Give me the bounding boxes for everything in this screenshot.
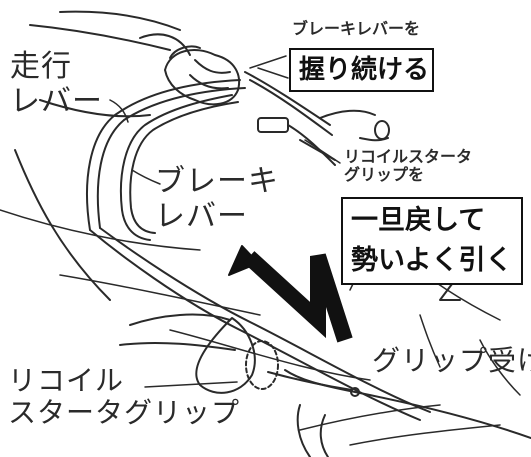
recoil-caption: リコイルスタータ グリップを: [344, 147, 473, 185]
grip-holder-label: グリップ受け: [372, 344, 531, 377]
pull-instruction-line2: 勢いよく引く: [351, 245, 513, 276]
pull-instruction-callout: 一旦戻して 勢いよく引く: [341, 197, 523, 285]
brake-lever-label-line2: レバー: [155, 198, 248, 234]
recoil-grip-label: リコイル スタータグリップ: [8, 364, 241, 430]
pull-direction-icon: [228, 245, 353, 343]
pull-instruction-line1: 一旦戻して: [351, 205, 486, 236]
cord-guide: [350, 387, 360, 397]
brake-hold-callout: 握り続ける: [289, 48, 434, 92]
brake-hold-caption: ブレーキレバーを: [292, 19, 421, 38]
travel-lever-label: 走行 レバー: [10, 49, 103, 119]
recoil-grip-label-line1: リコイル: [8, 364, 125, 397]
mower-body-lines: [0, 209, 521, 446]
grip-holder-frame: [296, 404, 311, 457]
brake-lever-label-line1: ブレーキ: [155, 164, 279, 199]
travel-lever-label-line2: レバー: [10, 83, 103, 119]
hand-on-handle: [164, 45, 240, 106]
recoil-caption-line1: リコイルスタータ: [344, 147, 473, 166]
brake-lever-label: ブレーキ レバー: [155, 164, 279, 234]
recoil-caption-line2: グリップを: [344, 165, 425, 185]
recoil-cord: [284, 369, 531, 439]
travel-lever-label-line1: 走行: [10, 49, 72, 84]
brake-lever-frame: [119, 94, 239, 241]
recoil-grip-label-line2: スタータグリップ: [8, 396, 241, 430]
